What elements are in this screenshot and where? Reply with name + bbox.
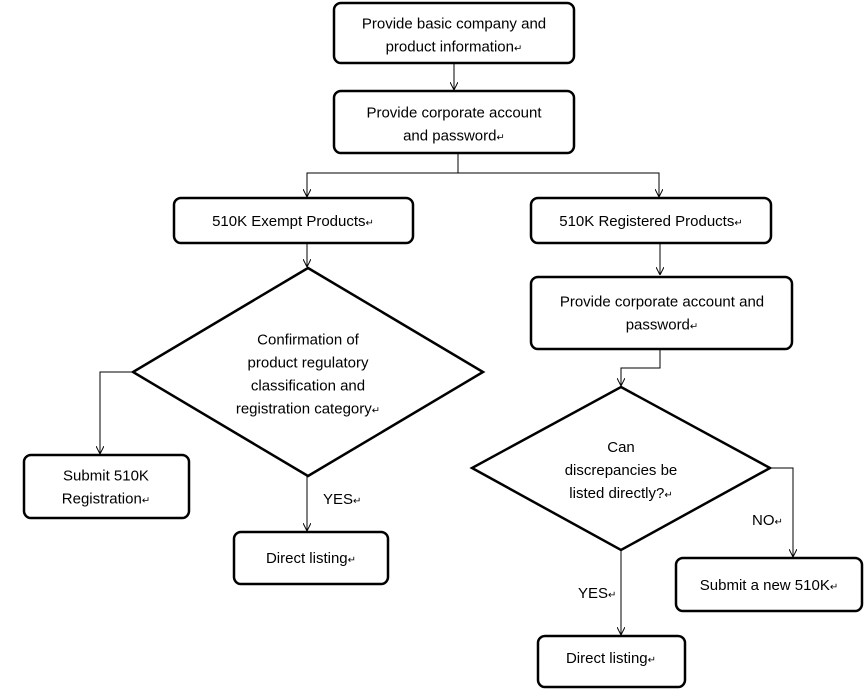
node-discrepancies-diamond [469, 385, 773, 552]
node-confirmation-label: Confirmation of product regulatory classif… [236, 332, 380, 418]
node-basic-info-line-2: product information [386, 39, 514, 56]
node-exempt-products-label: 510K Exempt Products↵ [212, 213, 374, 230]
node-corporate-account-1-box [332, 89, 576, 155]
edge-label-text: YES [323, 491, 353, 508]
node-exempt-products-line-1: 510K Exempt Products [212, 213, 365, 230]
return-mark: ↵ [734, 218, 742, 229]
node-discrepancies-label: Can discrepancies be listed directly?↵ [565, 439, 678, 502]
node-confirmation-line-1: Confirmation of [257, 332, 360, 349]
node-discrepancies-line-2: discrepancies be [565, 462, 678, 479]
return-mark: ↵ [648, 655, 656, 666]
arrow-confirmation-to-submit-registration [100, 371, 133, 454]
return-mark: ↵ [608, 590, 616, 601]
return-mark: ↵ [348, 555, 356, 566]
node-submit-510k-registration-line-1: Submit 510K [63, 468, 149, 485]
return-mark: ↵ [142, 496, 150, 507]
return-mark: ↵ [497, 133, 505, 144]
return-mark: ↵ [664, 490, 672, 501]
node-confirmation-line-2: product regulatory [248, 355, 369, 372]
node-submit-510k-registration-line-2: Registration [62, 491, 142, 508]
node-corporate-account-1-line-2: and password [403, 128, 496, 145]
node-submit-new-510k-box [674, 556, 864, 613]
node-corporate-account-1-line-1: Provide corporate account [366, 105, 542, 122]
node-basic-info-box [332, 1, 576, 65]
node-direct-listing-2-box [536, 634, 687, 689]
return-mark: ↵ [514, 44, 522, 55]
arrow-account-to-exempt [307, 153, 459, 197]
node-basic-info-line-1: Provide basic company and [362, 16, 546, 33]
node-submit-new-510k-line-1: Submit a new 510K [700, 577, 830, 594]
return-mark: ↵ [775, 517, 783, 528]
node-corporate-account-2-line-2: password [626, 317, 690, 334]
node-submit-new-510k-label: Submit a new 510K↵ [700, 577, 838, 594]
return-mark: ↵ [366, 218, 374, 229]
arrow-discrepancies-to-submit-new [770, 467, 793, 557]
node-direct-listing-2-label: Direct listing↵ [566, 650, 656, 667]
node-direct-listing-1-line-1: Direct listing [266, 550, 348, 567]
node-confirmation-line-4: registration category [236, 401, 372, 418]
edge-label-text: NO [752, 512, 775, 529]
node-corporate-account-2-label: Provide corporate account and password↵ [560, 294, 764, 334]
edge-label-text: YES [578, 585, 608, 602]
node-corporate-account-2-line-1: Provide corporate account and [560, 294, 764, 311]
node-exempt-products-box [172, 196, 415, 245]
arrow-account-to-registered [458, 172, 659, 197]
node-direct-listing-2-line-1: Direct listing [566, 650, 648, 667]
return-mark: ↵ [830, 582, 838, 593]
arrow-account-to-discrepancies [621, 349, 661, 386]
node-basic-info-label: Provide basic company and product informa… [362, 16, 546, 56]
node-confirmation-diamond [130, 266, 486, 478]
node-direct-listing-1-box [232, 530, 390, 586]
node-discrepancies-line-1: Can [607, 439, 635, 456]
return-mark: ↵ [372, 406, 380, 417]
node-registered-products-label: 510K Registered Products↵ [559, 213, 743, 230]
node-submit-510k-registration-box [22, 453, 191, 520]
node-direct-listing-1-label: Direct listing↵ [266, 550, 356, 567]
edge-label-yes-right: YES↵ [578, 585, 616, 602]
node-discrepancies-line-3: listed directly? [569, 485, 664, 502]
node-corporate-account-1-label: Provide corporate account and password↵ [366, 105, 542, 145]
node-corporate-account-2-box [529, 275, 794, 351]
edge-label-yes-left: YES↵ [323, 491, 361, 508]
node-submit-510k-registration-label: Submit 510K Registration↵ [62, 468, 150, 508]
node-registered-products-box [529, 196, 773, 245]
return-mark: ↵ [353, 496, 361, 507]
node-registered-products-line-1: 510K Registered Products [559, 213, 734, 230]
return-mark: ↵ [690, 322, 698, 333]
edge-label-no-right: NO↵ [752, 512, 783, 529]
node-confirmation-line-3: classification and [251, 378, 365, 395]
